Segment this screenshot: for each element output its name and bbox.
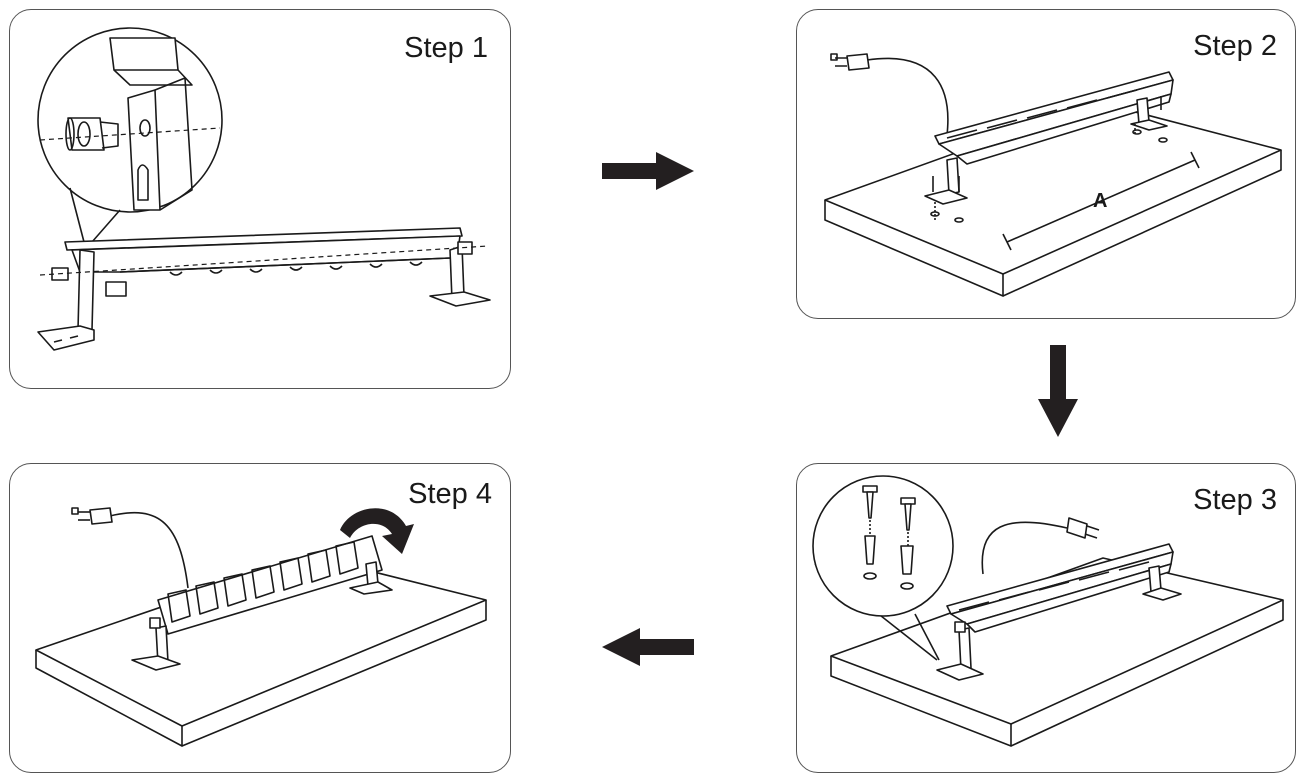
arrow-right-icon bbox=[602, 152, 694, 190]
power-plug-icon bbox=[1066, 517, 1100, 539]
power-plug-icon bbox=[71, 507, 113, 525]
power-cable bbox=[109, 511, 189, 589]
step-4-illustration bbox=[35, 507, 487, 747]
step-4-panel: Step 4 bbox=[9, 463, 511, 773]
light-bar bbox=[64, 227, 463, 297]
step-2-label: Step 2 bbox=[1193, 30, 1277, 62]
screw-icon bbox=[930, 96, 1168, 223]
arrow-down-icon bbox=[1038, 345, 1078, 437]
wall-anchor-icon bbox=[863, 520, 914, 590]
light-bar bbox=[934, 71, 1174, 165]
light-bar bbox=[946, 543, 1174, 633]
screw-icon bbox=[862, 485, 916, 531]
step-2-panel: Step 2 bbox=[796, 9, 1296, 319]
step-2-illustration: A bbox=[824, 53, 1282, 297]
power-plug-icon bbox=[830, 53, 870, 71]
step-1-panel: Step 1 bbox=[9, 9, 511, 389]
dimension-a-line bbox=[1002, 151, 1200, 251]
step-4-label: Step 4 bbox=[408, 478, 492, 510]
left-mounting-bracket bbox=[37, 249, 95, 351]
rotate-arrow-icon bbox=[340, 508, 414, 554]
power-cable bbox=[981, 521, 1068, 575]
zoom-detail-callout bbox=[37, 27, 223, 243]
step-1-label: Step 1 bbox=[404, 32, 488, 64]
dimension-a-label: A bbox=[1093, 190, 1107, 212]
left-mounting-bracket bbox=[946, 157, 960, 195]
power-cable bbox=[866, 57, 949, 136]
step-3-label: Step 3 bbox=[1193, 484, 1277, 516]
arrow-left-icon bbox=[602, 628, 694, 666]
screw-detail-callout bbox=[812, 475, 954, 661]
step-1-illustration bbox=[37, 27, 491, 351]
step-3-illustration bbox=[812, 475, 1284, 747]
step-3-panel: Step 3 bbox=[796, 463, 1296, 773]
light-bar bbox=[157, 535, 383, 635]
